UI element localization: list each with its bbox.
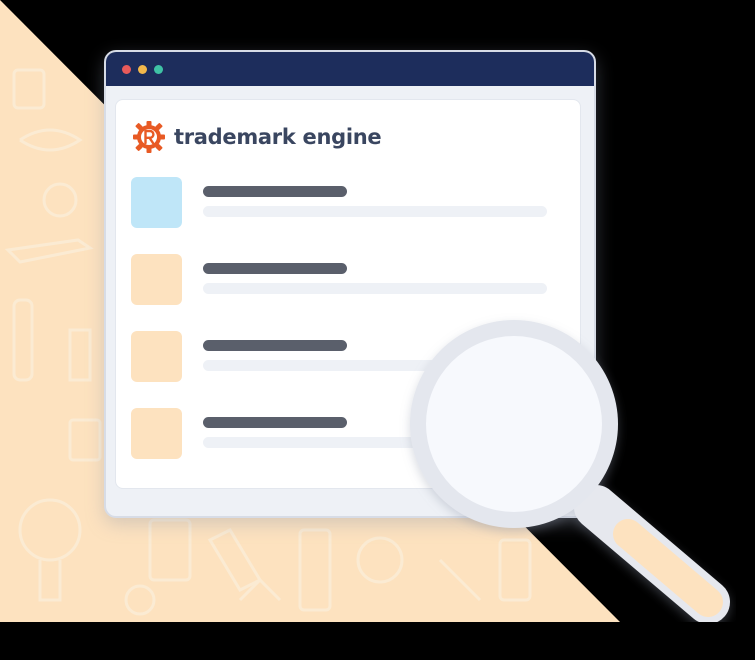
item-thumbnail bbox=[131, 177, 182, 228]
brand-logo[interactable]: trademark engine bbox=[132, 120, 382, 154]
item-title-placeholder bbox=[203, 186, 347, 197]
maximize-dot[interactable] bbox=[154, 64, 163, 74]
magnifying-glass-icon bbox=[410, 320, 730, 622]
gear-r-logo-icon bbox=[133, 121, 165, 153]
list-item[interactable] bbox=[131, 177, 571, 229]
close-dot[interactable] bbox=[122, 64, 131, 74]
magnifier-handle bbox=[613, 519, 723, 617]
brand-name: trademark engine bbox=[174, 125, 382, 149]
list-item[interactable] bbox=[131, 254, 571, 306]
item-title-placeholder bbox=[203, 263, 347, 274]
item-subtitle-placeholder bbox=[203, 206, 547, 217]
item-thumbnail bbox=[131, 254, 182, 305]
window-titlebar bbox=[106, 52, 594, 86]
item-subtitle-placeholder bbox=[203, 437, 547, 448]
item-subtitle-placeholder bbox=[203, 283, 547, 294]
list-item[interactable] bbox=[131, 408, 571, 460]
item-title-placeholder bbox=[203, 417, 347, 428]
item-title-placeholder bbox=[203, 340, 347, 351]
item-thumbnail bbox=[131, 331, 182, 382]
list-item[interactable] bbox=[131, 331, 571, 383]
magnifier-lens bbox=[426, 336, 602, 512]
background-line-art bbox=[4, 68, 532, 616]
minimize-dot[interactable] bbox=[138, 64, 147, 74]
item-subtitle-placeholder bbox=[203, 360, 547, 371]
item-thumbnail bbox=[131, 408, 182, 459]
